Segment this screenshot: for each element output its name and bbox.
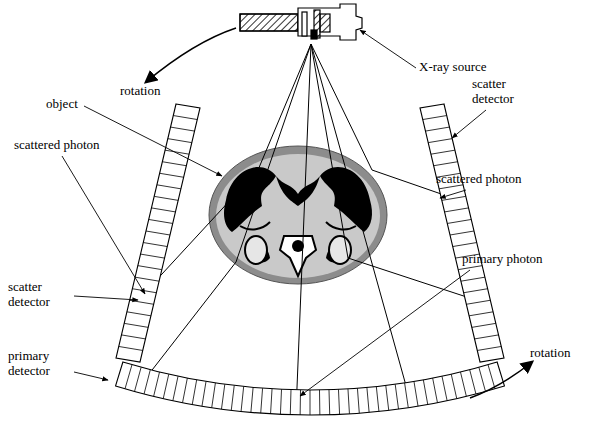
- detector-cell: [423, 116, 447, 120]
- detector-cell: [453, 243, 477, 247]
- detector-cell: [231, 385, 234, 410]
- detector-cell: [221, 384, 224, 409]
- rotation-arrow: [146, 28, 236, 82]
- detector-cell: [271, 389, 272, 414]
- detector-cell: [173, 376, 178, 400]
- detector-cell: [428, 139, 452, 143]
- detector-cell: [119, 346, 143, 350]
- detector-cell: [121, 335, 145, 339]
- detector-cell: [251, 387, 253, 412]
- detector-cell: [124, 323, 148, 327]
- detector-cell: [434, 162, 458, 166]
- detector-cell: [348, 389, 349, 414]
- detector-cell: [475, 335, 499, 339]
- rotation-arrow: [470, 362, 532, 398]
- x-ray-tube: [240, 4, 362, 40]
- detector-cell: [310, 390, 311, 415]
- detector-cell: [290, 390, 292, 415]
- detector-cell: [154, 372, 160, 396]
- detector-cell: [425, 127, 449, 131]
- detector-cell: [130, 300, 154, 304]
- detector-cell: [157, 185, 181, 189]
- scatter-detector-strip: [116, 104, 200, 362]
- object-cross-section: [209, 146, 387, 284]
- detector-cell: [192, 380, 196, 405]
- detector-cell: [261, 388, 263, 413]
- detector-cell: [135, 277, 159, 281]
- detector-cell: [433, 378, 438, 403]
- detector-cell: [460, 372, 466, 396]
- object-label: object: [46, 97, 78, 112]
- rotation-label: rotation: [530, 346, 570, 361]
- detector-cell: [241, 387, 244, 412]
- detector-cell: [469, 312, 493, 316]
- detector-cell: [472, 323, 496, 327]
- detector-cell: [338, 389, 339, 414]
- source-label: X-ray source: [419, 60, 487, 75]
- detector-cell: [458, 266, 482, 270]
- detector-label: scatter detector: [8, 280, 80, 310]
- detector-cell: [461, 277, 485, 281]
- detector-cell: [431, 150, 455, 154]
- detector-cell: [488, 365, 495, 389]
- photon-label: scattered photon: [436, 172, 522, 187]
- detector-cell: [135, 367, 142, 391]
- detector-cell: [280, 389, 281, 414]
- detector-cell: [442, 376, 447, 400]
- detector-cell: [464, 289, 488, 293]
- detector-cell: [477, 346, 501, 350]
- detector-cell: [141, 254, 165, 258]
- scatter-detector-strip: [420, 104, 504, 362]
- detector-cell: [451, 374, 457, 398]
- detector-cell: [376, 387, 379, 412]
- detector-cell: [423, 380, 427, 405]
- detector-cell: [479, 367, 486, 391]
- detector-cell: [450, 231, 474, 235]
- detector-cell: [154, 196, 178, 200]
- detector-cell: [149, 219, 173, 223]
- detector-cell: [367, 387, 369, 412]
- detector-cell: [405, 383, 409, 408]
- detector-cell: [138, 266, 162, 270]
- detector-cell: [212, 383, 216, 408]
- detector-cell: [171, 127, 195, 131]
- detector-cell: [125, 365, 132, 389]
- detector-cell: [300, 390, 301, 415]
- detector-cell: [143, 243, 167, 247]
- detector-cell: [151, 208, 175, 212]
- detector-array: [116, 104, 505, 415]
- detector-cell: [470, 370, 476, 394]
- detector-cell: [466, 300, 490, 304]
- rotation-label: rotation: [120, 84, 160, 99]
- photon-label: primary photon: [462, 252, 543, 267]
- detector-cell: [183, 378, 188, 403]
- detector-cell: [395, 384, 398, 409]
- detector-cell: [414, 381, 418, 406]
- detector-cell: [442, 196, 466, 200]
- detector-cell: [328, 390, 330, 415]
- detector-cell: [127, 312, 151, 316]
- detector-cell: [162, 162, 186, 166]
- detector-cell: [144, 370, 150, 394]
- detector-label: primary detector: [8, 349, 80, 379]
- detector-cell: [386, 385, 389, 410]
- detector-cell: [146, 231, 170, 235]
- detector-cell: [160, 173, 184, 177]
- detector-cell: [319, 390, 320, 415]
- photon-rays: [135, 44, 488, 412]
- leader-lines: [62, 30, 486, 396]
- detector-cell: [168, 139, 192, 143]
- detector-cell: [447, 219, 471, 223]
- detector-cell: [445, 208, 469, 212]
- detector-cell: [357, 388, 359, 413]
- detector-cell: [202, 381, 206, 406]
- detector-label: scatter detector: [472, 77, 544, 107]
- detector-cell: [163, 374, 169, 398]
- detector-cell: [173, 116, 197, 120]
- photon-label: scattered photon: [14, 138, 100, 153]
